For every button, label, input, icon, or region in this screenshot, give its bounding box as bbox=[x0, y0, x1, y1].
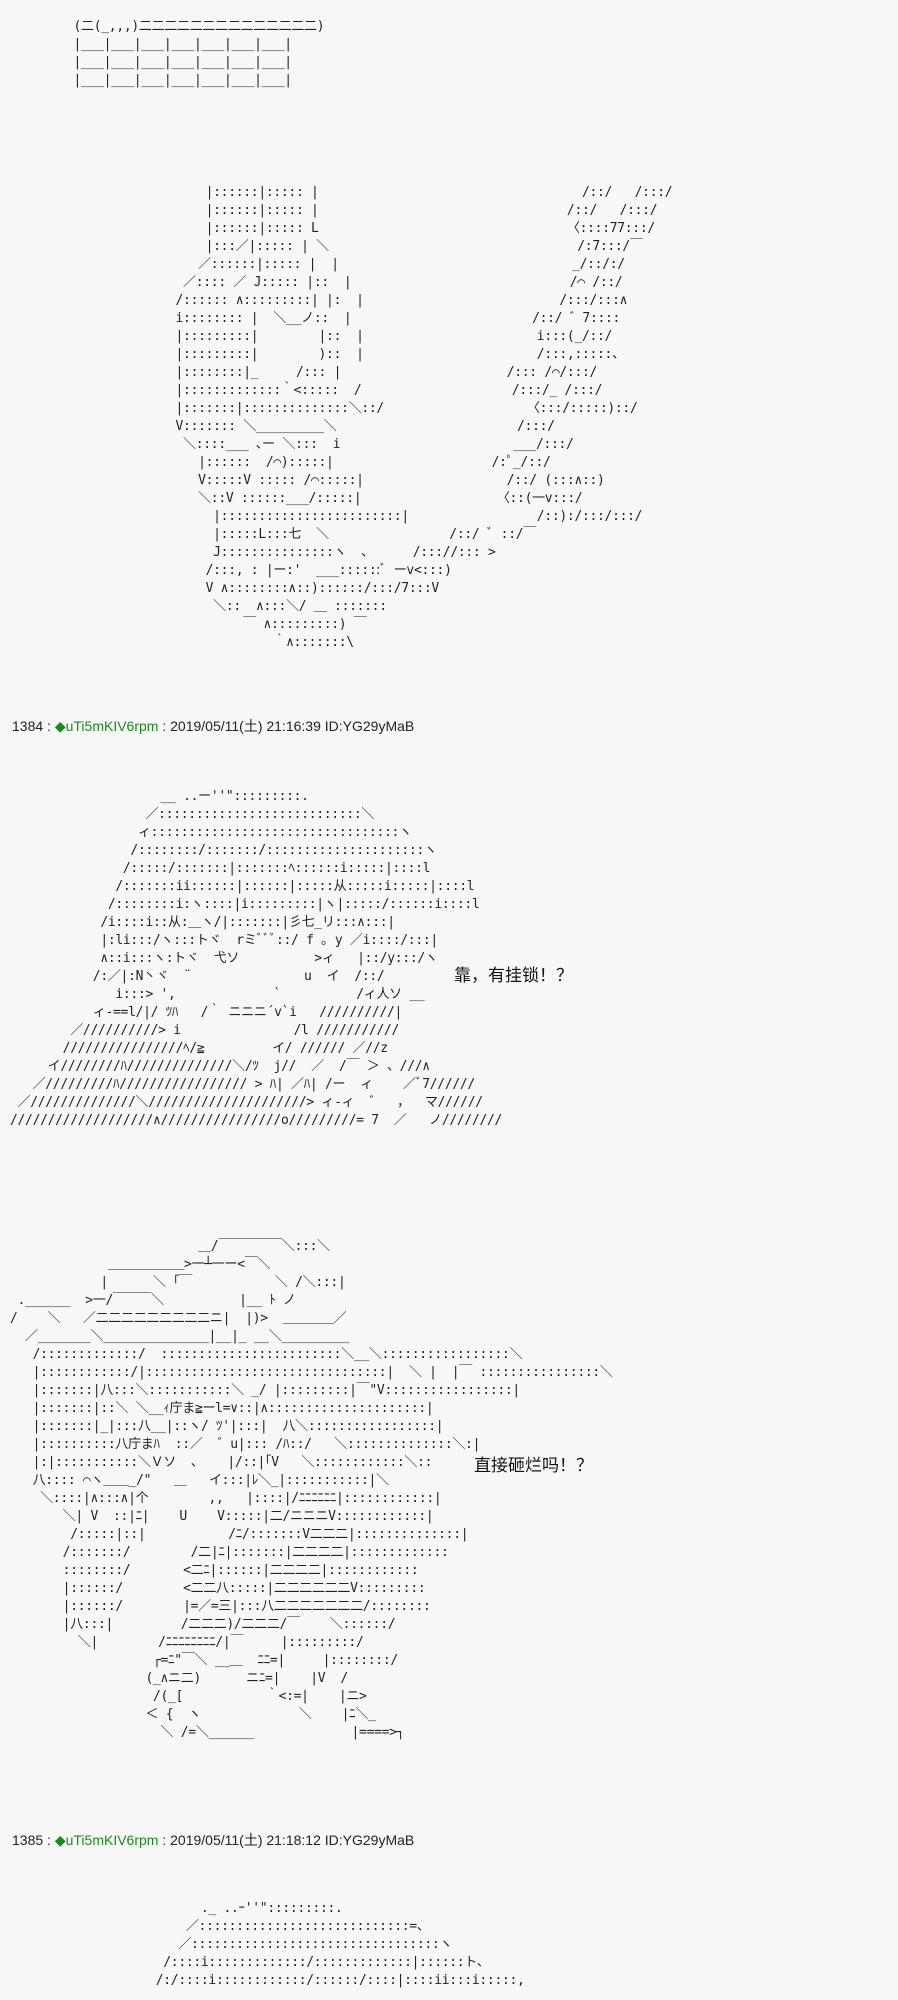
face-ascii-art: __ ..ー''":::::::::. ／:::::::::::::::::::… bbox=[10, 789, 503, 1128]
post-header-1385: 1385 : ◆uTi5mKIV6rpm : 2019/05/11(土) 21:… bbox=[12, 1830, 414, 1850]
post-meta: : 2019/05/11(土) 21:18:12 ID:YG29yMaB bbox=[158, 1832, 415, 1848]
trip-diamond-icon: ◆ bbox=[54, 1832, 66, 1848]
poster-name-link[interactable]: uTi5mKIV6rpm bbox=[65, 718, 159, 734]
robot-ascii-art: ＿/￣￣￣￣￣＼:::＼ ＿＿＿＿＿＿>一┴一ー<￣＼ | ＼ ｢￣ ＼ /＼:… bbox=[10, 1239, 613, 1740]
post-separator: : bbox=[43, 1832, 55, 1848]
trip-diamond-icon: ◆ bbox=[54, 718, 66, 734]
header-ascii-art: (二(_,,,)二二二二二二二二二二二二二二) |___|___|___|___… bbox=[73, 19, 325, 88]
bottom-ascii-art: ._ ..ｰ''":::::::::. ／:::::::::::::::::::… bbox=[155, 1901, 525, 1988]
hand-ascii-art: |::::::|::::: | /::/ /:::/ |::::::|:::::… bbox=[175, 185, 673, 650]
speech-line-1: 靠，有挂锁！？ bbox=[454, 966, 573, 986]
speech-line-2: 直接砸烂吗！？ bbox=[474, 1456, 593, 1476]
post-number: 1385 bbox=[12, 1832, 44, 1848]
post-meta: : 2019/05/11(土) 21:16:39 ID:YG29yMaB bbox=[158, 718, 415, 734]
post-separator: : bbox=[43, 718, 55, 734]
post-header-1384: 1384 : ◆uTi5mKIV6rpm : 2019/05/11(土) 21:… bbox=[12, 716, 414, 736]
poster-name-link[interactable]: uTi5mKIV6rpm bbox=[65, 1832, 159, 1848]
post-number: 1384 bbox=[12, 718, 44, 734]
